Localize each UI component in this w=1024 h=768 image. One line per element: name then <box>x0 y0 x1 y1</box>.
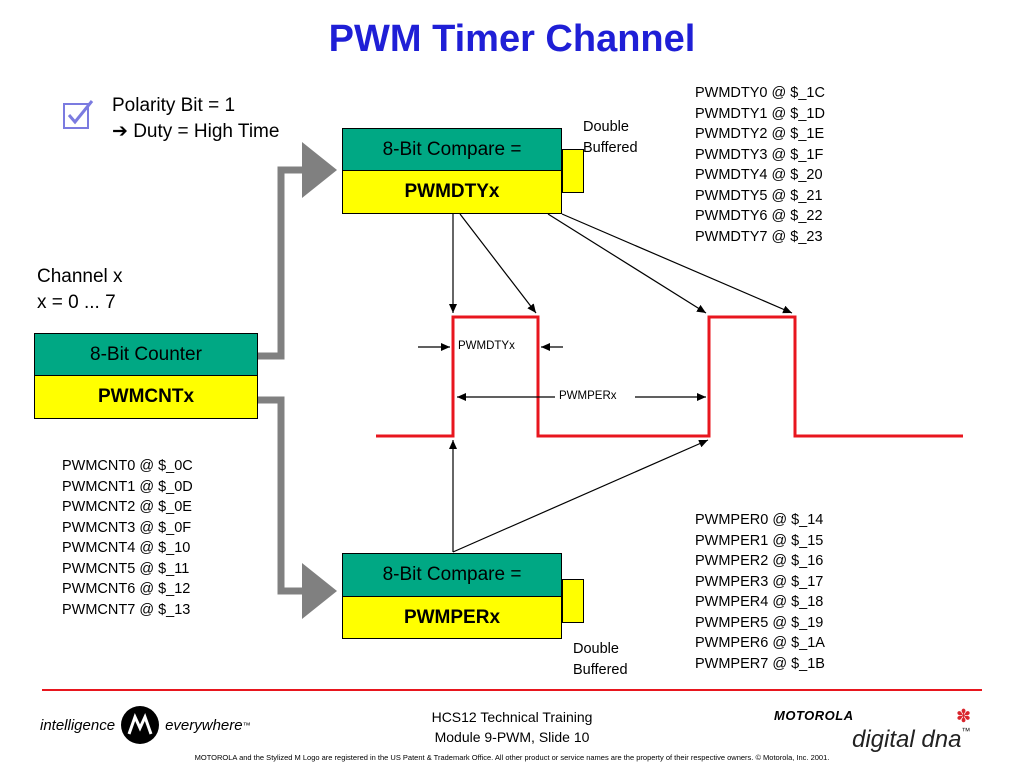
duty-compare-header: 8-Bit Compare = <box>342 128 562 171</box>
digital-dna-logo: digital dna™ <box>852 726 970 754</box>
checkbox-bullet-icon <box>63 100 94 129</box>
duty-double-buffered-label: Double Buffered <box>583 117 638 158</box>
period-double-buffered-label: Double Buffered <box>573 639 628 680</box>
pwmdty-register: PWMDTYx <box>342 170 562 214</box>
footer-divider <box>42 689 982 691</box>
period-compare-header: 8-Bit Compare = <box>342 553 562 597</box>
footer-line-1: HCS12 Technical Training <box>431 709 593 725</box>
pwmdty-address-list: PWMDTY0 @ $_1C PWMDTY1 @ $_1D PWMDTY2 @ … <box>695 85 825 245</box>
pwmper-address-list: PWMPER0 @ $_14 PWMPER1 @ $_15 PWMPER2 @ … <box>695 512 825 672</box>
channel-note: Channel x x = 0 ... 7 <box>37 264 123 316</box>
duty-width-label: PWMDTYx <box>455 340 518 352</box>
pwmcnt-register: PWMCNTx <box>34 375 258 419</box>
pwm-waveform <box>376 315 963 438</box>
duty-arrow-4 <box>561 213 793 314</box>
duty-arrow-3 <box>547 213 707 314</box>
duty-arrow-2 <box>459 213 537 314</box>
duty-double-buffer-tab <box>562 149 584 193</box>
double-buffered-line-1: Double <box>573 641 619 657</box>
polarity-note: Polarity Bit = 1 ➔ Duty = High Time <box>112 93 279 145</box>
pwmper-register: PWMPERx <box>342 596 562 639</box>
counter-header: 8-Bit Counter <box>34 333 258 376</box>
period-double-buffer-tab <box>562 579 584 623</box>
footer-course-info: HCS12 Technical Training Module 9-PWM, S… <box>380 707 644 747</box>
motorola-m-logo-icon <box>121 706 160 744</box>
bus-arrow-to-duty-compare <box>258 142 337 360</box>
double-buffered-line-2: Buffered <box>583 139 638 156</box>
period-arrow-2 <box>452 439 709 553</box>
tagline-right: everywhere <box>165 716 243 734</box>
channel-line-1: Channel x <box>37 266 123 287</box>
digital-dna-star-icon: ✽ <box>956 706 972 726</box>
tagline-tm: ™ <box>242 720 251 730</box>
legal-notice: MOTOROLA and the Stylized M Logo are reg… <box>194 753 830 762</box>
polarity-line-1: Polarity Bit = 1 <box>112 95 236 116</box>
bus-arrow-to-period-compare <box>258 396 337 619</box>
polarity-line-2: ➔ Duty = High Time <box>112 121 280 142</box>
motorola-wordmark: MOTOROLA <box>774 708 854 723</box>
double-buffered-line-1: Double <box>583 119 629 135</box>
period-width-label: PWMPERx <box>556 390 620 402</box>
slide-title: PWM Timer Channel <box>328 18 696 60</box>
channel-line-2: x = 0 ... 7 <box>37 292 116 313</box>
digital-dna-text: digital dna <box>852 726 962 753</box>
tagline-left: intelligence <box>40 716 116 734</box>
digital-dna-tm: ™ <box>961 726 971 736</box>
double-buffered-line-2: Buffered <box>573 661 628 678</box>
footer-line-2: Module 9-PWM, Slide 10 <box>434 729 590 745</box>
pwmcnt-address-list: PWMCNT0 @ $_0C PWMCNT1 @ $_0D PWMCNT2 @ … <box>62 458 193 618</box>
